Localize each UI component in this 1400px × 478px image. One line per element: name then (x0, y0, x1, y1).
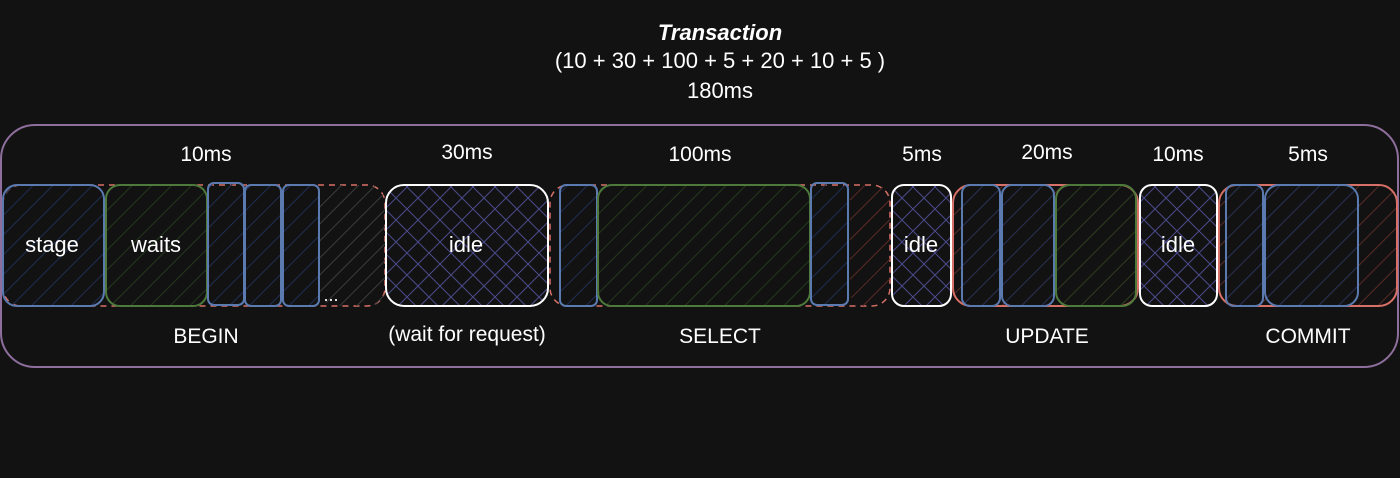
idle2-duration: 10ms (1152, 143, 1203, 166)
begin-step-box (207, 182, 245, 306)
idle1-label: idle (904, 232, 938, 257)
wait-phase-label: (wait for request) (388, 323, 546, 346)
total-duration: 180ms (687, 78, 753, 103)
idle2-label: idle (1161, 232, 1195, 257)
begin-step-box (244, 184, 282, 307)
select-duration: 100ms (668, 143, 731, 166)
commit-duration: 5ms (1288, 143, 1328, 166)
stage-box (2, 184, 105, 307)
begin-ellipsis: ... (323, 285, 338, 305)
select-step-box (810, 182, 849, 306)
idle1-box (891, 184, 952, 307)
update-phase-label: UPDATE (1005, 325, 1089, 348)
begin-black-segment (320, 185, 385, 306)
select-phase-label: SELECT (679, 325, 761, 348)
begin-duration: 10ms (180, 143, 231, 166)
commit-phase-label: COMMIT (1265, 325, 1350, 348)
diagram-title: Transaction (658, 20, 782, 45)
idle2-box (1139, 184, 1218, 307)
stage-label: stage (25, 232, 79, 257)
select-step-box (559, 184, 598, 307)
wait-idle-box (385, 184, 549, 307)
update-step-box (961, 184, 1001, 307)
update-duration: 20ms (1021, 141, 1072, 164)
commit-step-box (1225, 184, 1264, 307)
wait-duration: 30ms (441, 141, 492, 164)
wait-idle-label: idle (449, 232, 483, 257)
update-wait-box (1055, 184, 1137, 307)
select-red-segment (850, 185, 890, 306)
commit-step-box (1264, 184, 1359, 307)
waits-label: waits (130, 232, 181, 257)
select-wait-box (597, 184, 811, 307)
begin-step-box (282, 184, 320, 307)
idle1-duration: 5ms (902, 143, 942, 166)
update-step-box (1001, 184, 1055, 307)
begin-phase-label: BEGIN (173, 325, 238, 348)
duration-formula: (10 + 30 + 100 + 5 + 20 + 10 + 5 ) (555, 48, 885, 73)
